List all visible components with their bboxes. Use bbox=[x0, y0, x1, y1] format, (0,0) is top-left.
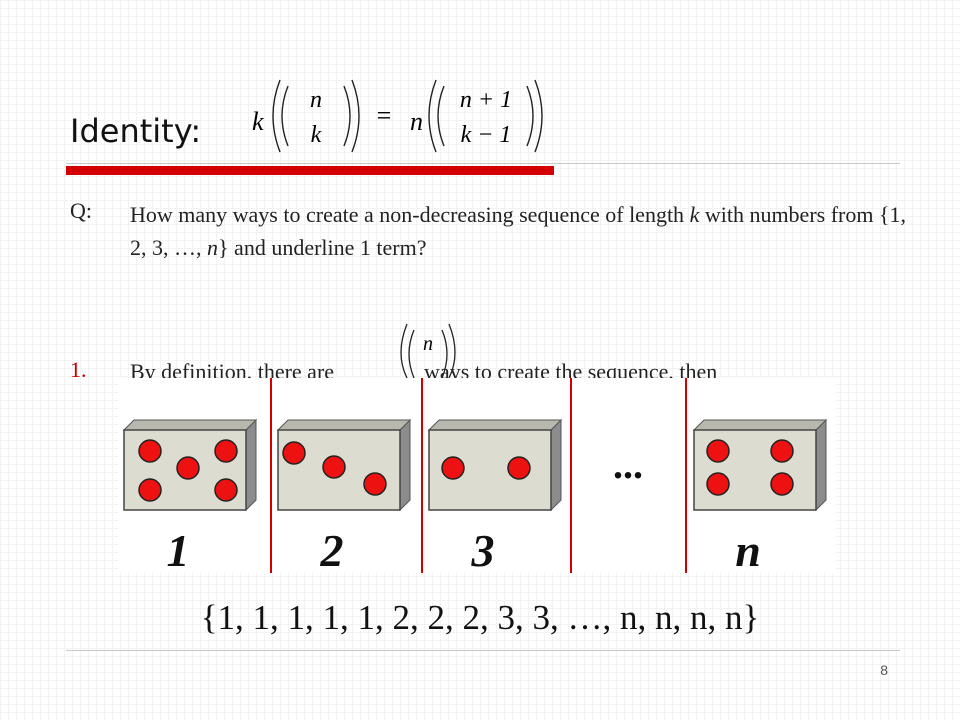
domino-label-2: 2 bbox=[320, 525, 344, 573]
domino-dot bbox=[363, 472, 387, 496]
formula-right-coef: n bbox=[410, 107, 423, 136]
domino-dot bbox=[138, 439, 162, 463]
domino-top-1 bbox=[122, 419, 258, 431]
list-item-number: 1. bbox=[70, 357, 87, 382]
domino-top-4 bbox=[692, 419, 828, 431]
domino-dot bbox=[214, 478, 238, 502]
example-sequence: {1, 1, 1, 1, 1, 2, 2, 2, 3, 3, …, n, n, … bbox=[200, 598, 760, 637]
question-label: Q: bbox=[70, 198, 92, 223]
formula-left-bottom: k bbox=[311, 122, 322, 148]
domino-dot bbox=[176, 456, 200, 480]
formula-equals: = bbox=[377, 101, 392, 130]
domino-side-1 bbox=[245, 418, 257, 512]
domino-side-3 bbox=[550, 418, 562, 512]
formula-right-bottom: k − 1 bbox=[461, 122, 512, 148]
domino-top-2 bbox=[276, 419, 412, 431]
domino-dot bbox=[282, 441, 306, 465]
title-divider bbox=[66, 163, 900, 164]
domino-dot bbox=[214, 439, 238, 463]
formula-left-coef: k bbox=[252, 107, 264, 136]
domino-label-3: 3 bbox=[471, 525, 495, 573]
domino-dot bbox=[770, 439, 794, 463]
title-accent-bar bbox=[66, 166, 554, 175]
page-number: 8 bbox=[880, 662, 888, 678]
domino-dot bbox=[507, 456, 531, 480]
domino-dot bbox=[138, 478, 162, 502]
domino-label-1: 1 bbox=[167, 525, 190, 573]
domino-side-4 bbox=[815, 418, 827, 512]
domino-side-2 bbox=[399, 418, 411, 512]
domino-label-4: n bbox=[735, 525, 761, 573]
domino-dot bbox=[322, 455, 346, 479]
domino-face-3 bbox=[428, 429, 552, 511]
domino-dot bbox=[770, 472, 794, 496]
question-text: How many ways to create a non-decreasing… bbox=[130, 202, 907, 260]
domino-illustration: 1 2 3 n... bbox=[118, 378, 836, 576]
identity-formula: k n k = n n + 1 k − 1 bbox=[252, 79, 543, 153]
domino-dot bbox=[706, 439, 730, 463]
domino-dot bbox=[441, 456, 465, 480]
domino-top-3 bbox=[427, 419, 563, 431]
domino-ellipsis: ... bbox=[613, 442, 643, 487]
dominoes-svg: 1 2 3 n... bbox=[122, 378, 828, 576]
footer-divider bbox=[66, 650, 900, 651]
item-binomial: n bbox=[400, 323, 456, 378]
formula-right-top: n + 1 bbox=[460, 87, 512, 113]
item-binom-top: n bbox=[423, 333, 433, 355]
domino-dot bbox=[706, 472, 730, 496]
slide-title: Identity: bbox=[70, 112, 202, 150]
formula-left-top: n bbox=[310, 87, 322, 113]
